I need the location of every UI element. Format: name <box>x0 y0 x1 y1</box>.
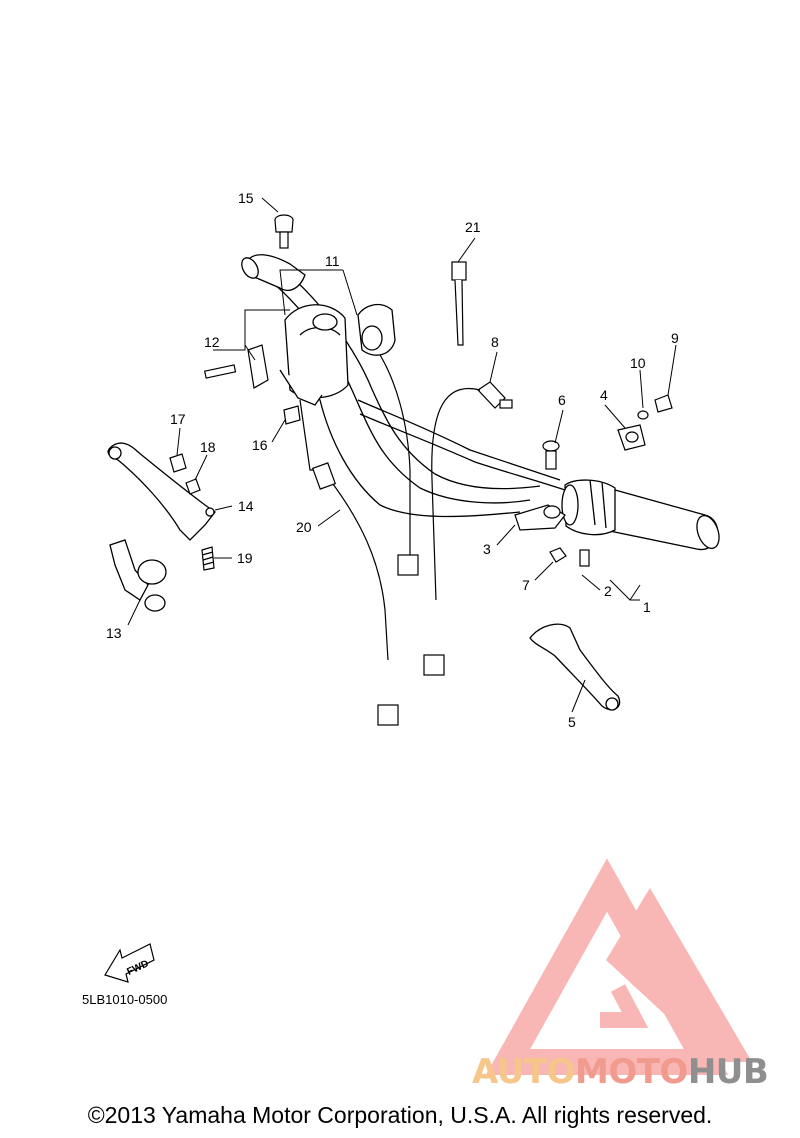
callout-10: 10 <box>630 355 646 371</box>
callout-labels: 15 11 12 21 8 9 10 4 6 3 7 2 1 5 17 18 1… <box>106 190 679 730</box>
callout-1: 1 <box>643 599 651 615</box>
callout-2: 2 <box>604 583 612 599</box>
callout-6: 6 <box>558 392 566 408</box>
callout-19: 19 <box>237 550 253 566</box>
washer-10 <box>637 410 649 420</box>
clutch-lever-holder <box>109 539 167 612</box>
nut-7 <box>549 547 567 563</box>
left-grip <box>241 254 306 291</box>
bolt-6 <box>542 440 560 470</box>
brand-part-hub: HUB <box>687 1052 769 1092</box>
callout-11: 11 <box>325 253 340 269</box>
callout-16: 16 <box>252 437 268 453</box>
nut-18 <box>185 478 201 495</box>
callout-21: 21 <box>465 219 481 235</box>
callout-12: 12 <box>204 334 220 350</box>
switch-wiring <box>299 354 481 661</box>
clutch-lever <box>107 442 216 541</box>
callout-8: 8 <box>491 334 499 350</box>
clamp-bracket <box>203 344 269 389</box>
callout-4: 4 <box>600 387 608 403</box>
brake-lever <box>529 623 621 711</box>
lever-holder <box>514 504 566 531</box>
copyright-notice: ©2013 Yamaha Motor Corporation, U.S.A. A… <box>87 1102 713 1128</box>
callout-7: 7 <box>522 577 530 593</box>
left-switch-housing <box>279 303 396 406</box>
screw-9 <box>654 394 673 413</box>
brand-part-moto: MOTO <box>574 1052 688 1092</box>
callout-9: 9 <box>671 330 679 346</box>
screw-2 <box>579 549 590 567</box>
callout-20: 20 <box>296 519 312 535</box>
throttle-housing <box>561 479 616 536</box>
part-code: 5LB1010-0500 <box>82 992 167 1007</box>
callout-18: 18 <box>200 439 216 455</box>
watermark-brand: AUTOMOTOHUB <box>472 1052 769 1092</box>
fwd-arrow-icon: FWD <box>104 943 155 983</box>
callout-15: 15 <box>238 190 254 206</box>
bolt-17 <box>169 453 187 473</box>
wire-connector <box>311 462 445 726</box>
bolt-15 <box>274 214 294 249</box>
clutch-switch <box>477 381 513 409</box>
callout-5: 5 <box>568 714 576 730</box>
right-grip <box>604 489 720 551</box>
collar-16 <box>283 405 301 425</box>
leader-lines <box>127 197 677 713</box>
callout-14: 14 <box>238 498 254 514</box>
spring-19 <box>201 546 215 571</box>
callout-3: 3 <box>483 541 491 557</box>
lever-holder-clamp <box>617 424 646 451</box>
callout-17: 17 <box>170 411 186 427</box>
watermark-logo-icon <box>485 858 752 1075</box>
brand-part-auto: AUTO <box>472 1052 575 1092</box>
callout-13: 13 <box>106 625 122 641</box>
cable-tie <box>451 261 467 346</box>
